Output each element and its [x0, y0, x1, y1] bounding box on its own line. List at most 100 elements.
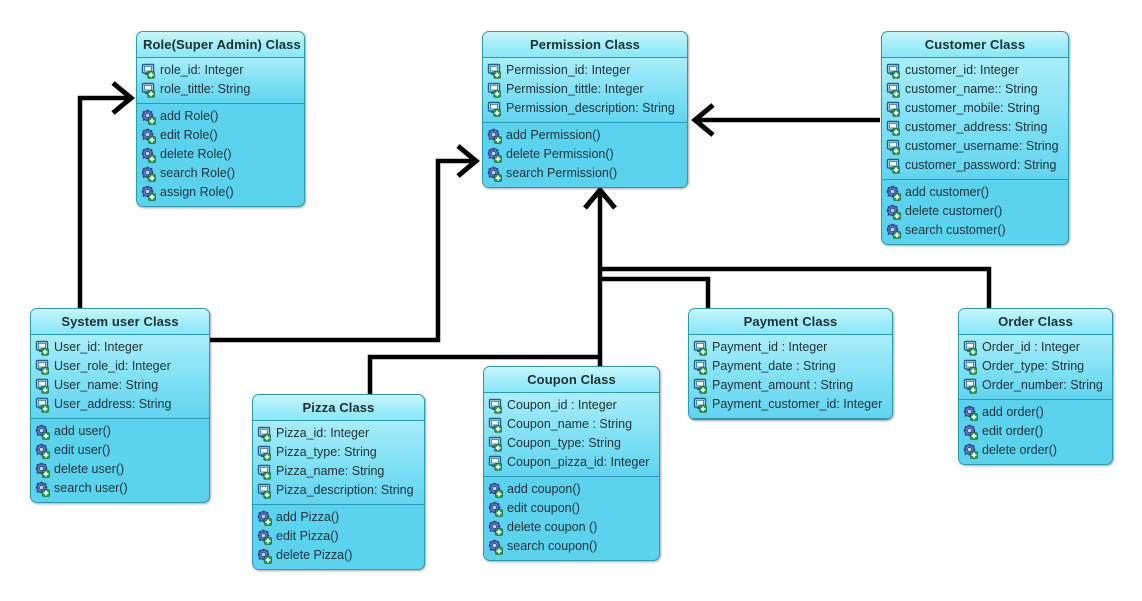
operation-icon — [886, 204, 902, 220]
attribute-label: User_address: String — [54, 397, 172, 411]
operation-label: delete Pizza() — [276, 548, 353, 562]
attributes-compartment-order: Order_id : Integer Order_type: String Or… — [959, 335, 1112, 400]
attribute-row: User_name: String — [35, 376, 205, 395]
operation-row: edit user() — [35, 441, 205, 460]
attribute-row: Payment_date : String — [693, 357, 888, 376]
operation-row: search Role() — [141, 164, 300, 183]
attribute-row: User_address: String — [35, 395, 205, 414]
operation-row: add order() — [963, 403, 1108, 422]
operation-row: delete customer() — [886, 202, 1064, 221]
operation-row: delete Permission() — [487, 145, 683, 164]
attribute-label: User_id: Integer — [54, 340, 143, 354]
class-title-customer: Customer Class — [882, 32, 1068, 58]
operation-icon — [963, 443, 979, 459]
attribute-row: Coupon_type: String — [488, 434, 655, 453]
attributes-compartment-systemuser: User_id: Integer User_role_id: Integer U… — [31, 335, 209, 419]
operation-row: add customer() — [886, 183, 1064, 202]
operation-icon — [35, 424, 51, 440]
attribute-label: User_name: String — [54, 378, 159, 392]
attribute-icon — [488, 398, 504, 414]
attribute-row: User_role_id: Integer — [35, 357, 205, 376]
attribute-icon — [141, 63, 157, 79]
operation-icon — [487, 128, 503, 144]
attribute-label: Order_type: String — [982, 359, 1085, 373]
uml-class-order[interactable]: Order Class Order_id : Integer Order_typ… — [958, 308, 1113, 465]
operation-row: edit Pizza() — [257, 527, 420, 546]
operation-label: add coupon() — [507, 482, 581, 496]
uml-class-coupon[interactable]: Coupon Class Coupon_id : Integer Coupon_… — [483, 366, 660, 561]
class-title-systemuser: System user Class — [31, 309, 209, 335]
attribute-icon — [141, 82, 157, 98]
attribute-row: Payment_id : Integer — [693, 338, 888, 357]
attribute-row: customer_mobile: String — [886, 99, 1064, 118]
attribute-icon — [963, 359, 979, 375]
operation-icon — [487, 166, 503, 182]
operation-icon — [488, 501, 504, 517]
arrow-head-left — [691, 103, 715, 137]
class-title-payment: Payment Class — [689, 309, 892, 335]
attribute-label: customer_mobile: String — [905, 101, 1040, 115]
attribute-label: Pizza_description: String — [276, 483, 414, 497]
attribute-icon — [886, 63, 902, 79]
attribute-label: customer_address: String — [905, 120, 1048, 134]
operation-row: assign Role() — [141, 183, 300, 202]
uml-class-permission[interactable]: Permission Class Permission_id: Integer … — [482, 31, 688, 188]
operation-icon — [257, 548, 273, 564]
attribute-icon — [693, 397, 709, 413]
operation-label: edit order() — [982, 424, 1044, 438]
attribute-row: Pizza_id: Integer — [257, 424, 420, 443]
attribute-label: Permission_description: String — [506, 101, 675, 115]
operations-compartment-customer: add customer() delete custo — [882, 180, 1068, 244]
operation-label: add customer() — [905, 185, 990, 199]
operation-row: search coupon() — [488, 537, 655, 556]
operation-icon — [141, 166, 157, 182]
uml-class-pizza[interactable]: Pizza Class Pizza_id: Integer Pizza_type… — [252, 394, 425, 570]
attribute-label: customer_id: Integer — [905, 63, 1019, 77]
operation-label: add Pizza() — [276, 510, 340, 524]
operation-icon — [141, 109, 157, 125]
attribute-label: Pizza_type: String — [276, 445, 377, 459]
attribute-label: Payment_customer_id: Integer — [712, 397, 883, 411]
attribute-row: Pizza_description: String — [257, 481, 420, 500]
operation-row: delete Pizza() — [257, 546, 420, 565]
operations-compartment-pizza: add Pizza() edit Pizza() — [253, 505, 424, 569]
uml-class-payment[interactable]: Payment Class Payment_id : Integer Payme… — [688, 308, 893, 420]
attribute-label: Coupon_id : Integer — [507, 398, 617, 412]
attribute-row: Coupon_pizza_id: Integer — [488, 453, 655, 472]
attribute-icon — [693, 340, 709, 356]
operation-icon — [488, 520, 504, 536]
attribute-icon — [35, 359, 51, 375]
operation-label: search Permission() — [506, 166, 618, 180]
operation-label: edit Pizza() — [276, 529, 339, 543]
uml-class-role[interactable]: Role(Super Admin) Class role_id: Integer… — [136, 31, 305, 207]
arrow-head-right — [456, 144, 480, 178]
operation-label: add user() — [54, 424, 111, 438]
attribute-label: customer_name:: String — [905, 82, 1038, 96]
operation-row: edit Role() — [141, 126, 300, 145]
uml-class-systemuser[interactable]: System user Class User_id: Integer User_… — [30, 308, 210, 503]
attributes-compartment-coupon: Coupon_id : Integer Coupon_name : String… — [484, 393, 659, 477]
attribute-icon — [886, 139, 902, 155]
attribute-label: Coupon_pizza_id: Integer — [507, 455, 650, 469]
operation-label: delete coupon () — [507, 520, 598, 534]
attribute-icon — [886, 158, 902, 174]
operation-label: edit user() — [54, 443, 111, 457]
operation-row: add user() — [35, 422, 205, 441]
attribute-icon — [886, 82, 902, 98]
attribute-row: Payment_amount : String — [693, 376, 888, 395]
uml-class-customer[interactable]: Customer Class customer_id: Integer cust… — [881, 31, 1069, 245]
operation-label: search Role() — [160, 166, 236, 180]
operation-icon — [141, 147, 157, 163]
attribute-label: Order_number: String — [982, 378, 1103, 392]
attribute-icon — [487, 82, 503, 98]
attribute-row: User_id: Integer — [35, 338, 205, 357]
attributes-compartment-permission: Permission_id: Integer Permission_tittle… — [483, 58, 687, 123]
attribute-row: customer_id: Integer — [886, 61, 1064, 80]
attribute-icon — [257, 426, 273, 442]
operation-icon — [488, 482, 504, 498]
operation-row: edit coupon() — [488, 499, 655, 518]
attribute-icon — [488, 436, 504, 452]
attribute-row: Permission_description: String — [487, 99, 683, 118]
operation-icon — [886, 185, 902, 201]
attribute-label: role_id: Integer — [160, 63, 244, 77]
